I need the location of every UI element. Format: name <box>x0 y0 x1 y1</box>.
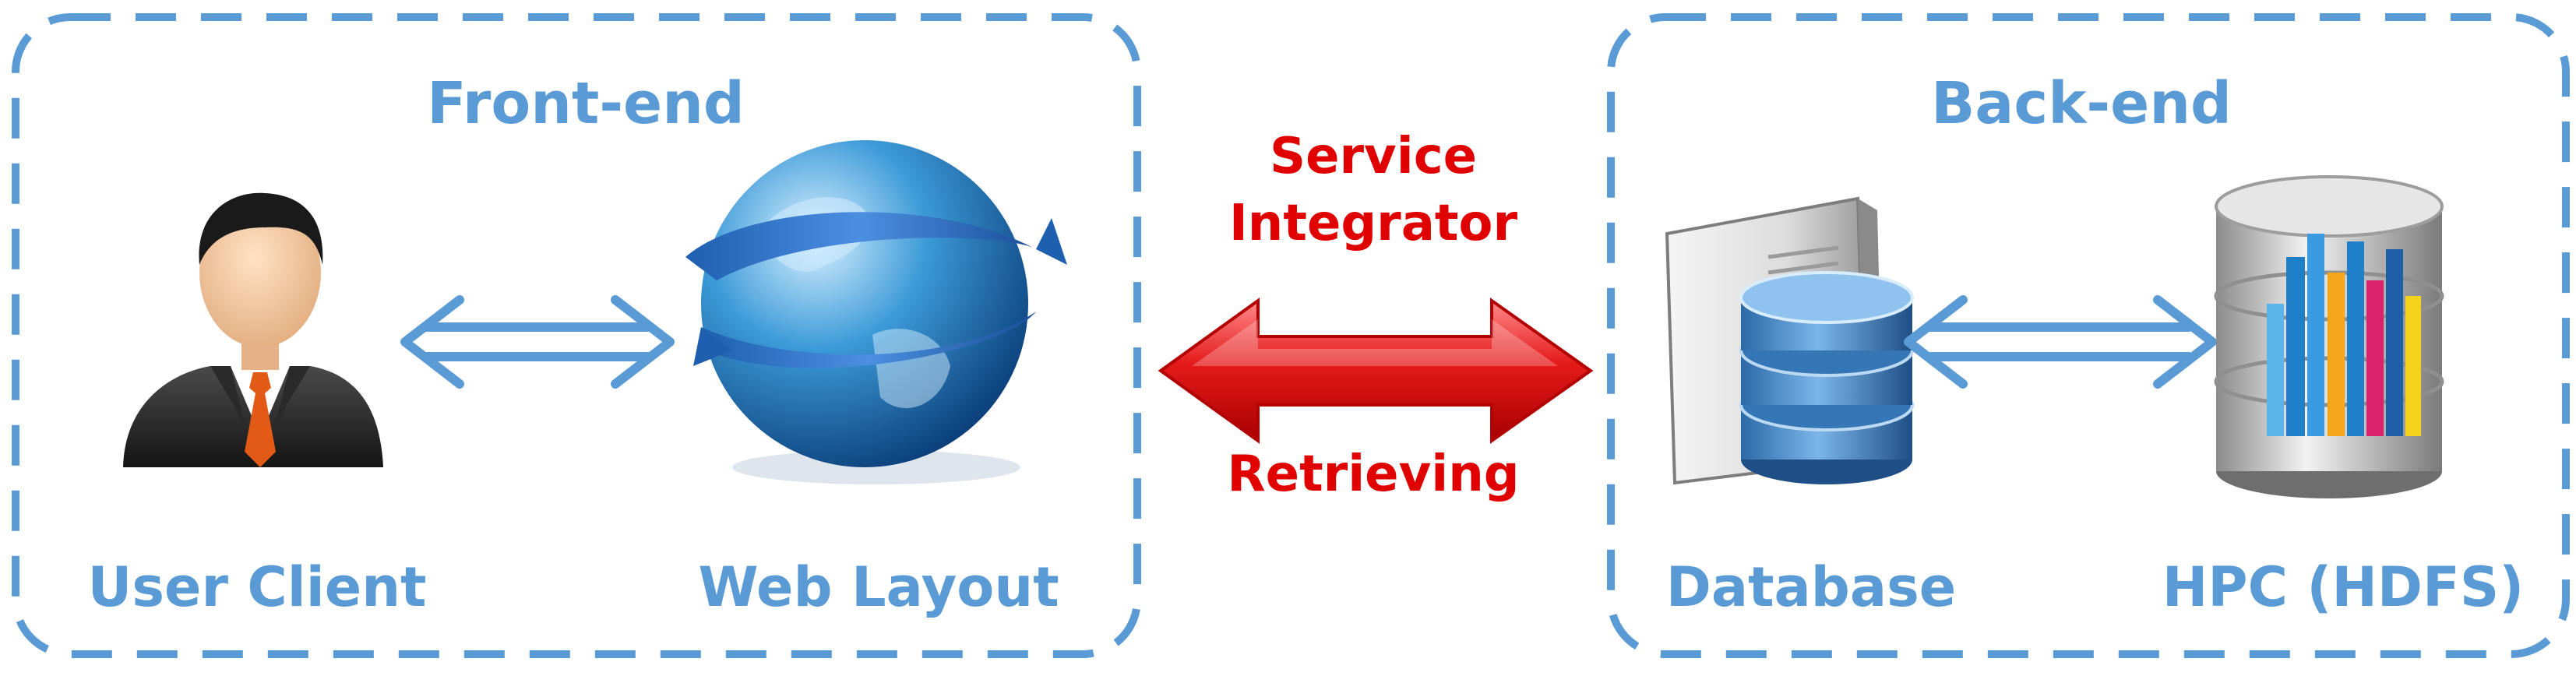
retrieving-label: Retrieving <box>1227 445 1519 503</box>
backend-box <box>1607 13 2570 658</box>
backend-title: Back-end <box>1931 70 2232 137</box>
hpc-label: HPC (HDFS) <box>2162 555 2525 619</box>
user-web-double-arrow-icon <box>400 295 675 389</box>
integrator-double-arrow-icon <box>1158 298 1594 444</box>
user-client-label: User Client <box>87 555 426 619</box>
businessman-icon <box>123 192 383 467</box>
database-label: Database <box>1666 555 1957 619</box>
database-server-icon <box>1665 196 1914 485</box>
integrator-line1: Service <box>1270 128 1477 185</box>
globe-icon <box>685 140 1067 484</box>
hdfs-storage-icon <box>2214 175 2444 498</box>
frontend-title: Front-end <box>427 70 745 137</box>
db-hpc-double-arrow-icon <box>1904 295 2217 389</box>
integrator-line2: Integrator <box>1229 195 1518 252</box>
web-layout-label: Web Layout <box>698 555 1059 619</box>
